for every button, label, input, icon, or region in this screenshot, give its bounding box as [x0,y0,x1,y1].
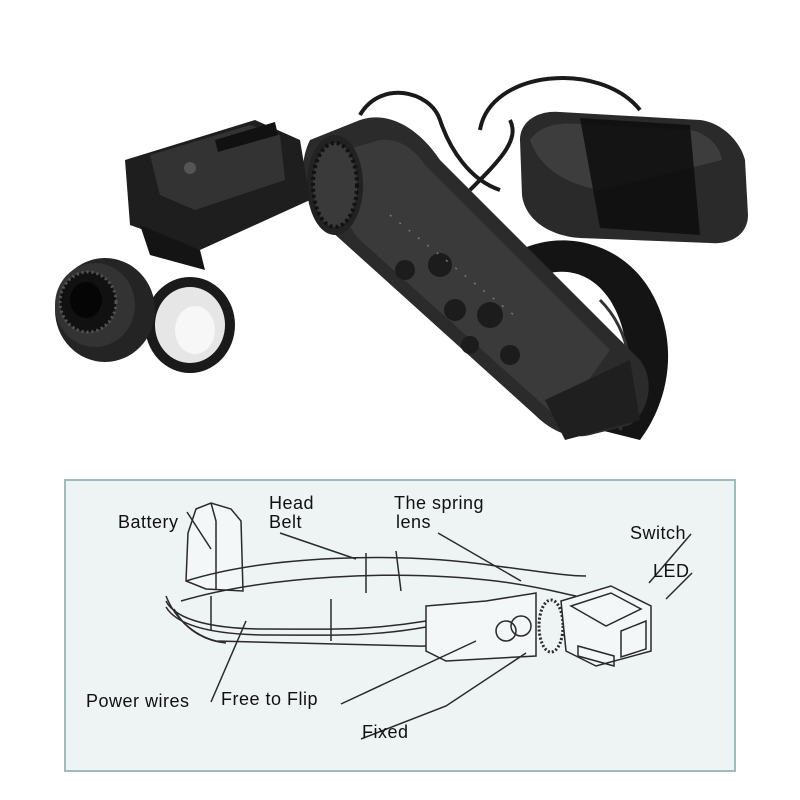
label-fixed: Fixed [362,722,409,742]
product-photo [55,75,748,440]
label-spring-lens-1: The spring [394,493,485,513]
label-battery: Battery [118,512,179,532]
label-led: LED [653,561,690,581]
led-head-block [125,120,310,270]
adjustment-knob [307,135,363,235]
battery-box [520,111,748,244]
diagram-drawing [165,502,693,740]
label-head-belt-2: Belt [269,512,303,532]
loupe-lens [55,258,235,373]
label-power-wires: Power wires [86,691,190,711]
label-switch: Switch [630,523,687,543]
label-spring-lens-2: lens [396,512,432,532]
magnifier-arm [302,117,649,440]
label-free-to-flip: Free to Flip [221,689,319,709]
label-head-belt-1: Head [269,493,315,513]
diagram-panel: Battery Head Belt The spring lens Switch… [64,479,736,772]
power-wire [358,90,501,192]
